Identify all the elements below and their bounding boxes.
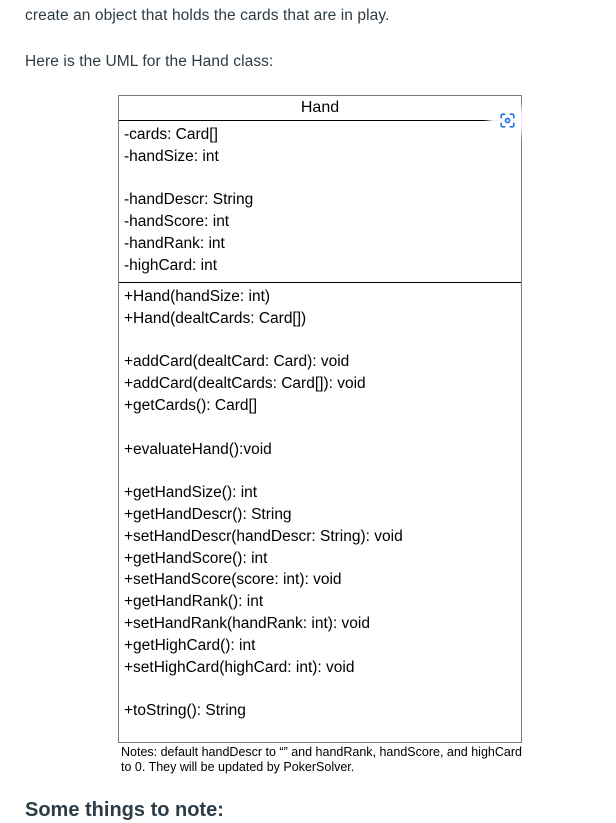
uml-attribute-line: -highCard: int <box>124 256 218 274</box>
uml-method-line: +getHandScore(): int <box>124 549 268 567</box>
uml-class-title-bar: Hand <box>119 96 522 135</box>
uml-attribute-line: -handDescr: String <box>124 191 254 209</box>
uml-method-line: +Hand(dealtCards: Card[]) <box>124 309 307 327</box>
lens-scan-icon[interactable] <box>493 106 522 135</box>
uml-attribute-spacer <box>124 168 521 190</box>
uml-attributes-compartment: -cards: Card[] -handSize: int -handDescr:… <box>119 121 521 283</box>
uml-method-spacer <box>124 330 521 352</box>
uml-method-line: +setHandScore(score: int): void <box>124 571 342 589</box>
uml-method-line: +evaluateHand():void <box>124 440 272 458</box>
uml-method-spacer <box>124 417 521 439</box>
uml-method-line: +Hand(handSize: int) <box>124 288 271 305</box>
uml-attribute-line: -handRank: int <box>124 234 225 252</box>
uml-method-line: +getHighCard(): int <box>124 636 256 654</box>
next-section-heading: Some things to note: <box>25 799 224 821</box>
uml-method-line: +toString(): String <box>124 702 246 720</box>
uml-methods-compartment: +Hand(handSize: int) +Hand(dealtCards: Ca… <box>119 283 521 724</box>
uml-attribute-line: -cards: Card[] <box>124 126 218 143</box>
uml-method-line: +addCard(dealtCards: Card[]): void <box>124 375 366 393</box>
paragraph-intro: create an object that holds the cards th… <box>25 7 390 24</box>
uml-method-line: +addCard(dealtCard: Card): void <box>124 353 350 371</box>
paragraph-uml-lead-in: Here is the UML for the Hand class: <box>25 53 274 70</box>
uml-method-spacer <box>124 460 521 482</box>
uml-method-line: +setHighCard(highCard: int): void <box>124 658 355 676</box>
uml-method-line: +getHandDescr(): String <box>124 505 292 523</box>
uml-method-line: +getHandSize(): int <box>124 484 258 502</box>
uml-class-name: Hand <box>300 99 340 116</box>
uml-method-line: +setHandDescr(handDescr: String): void <box>124 527 403 545</box>
uml-method-spacer <box>124 678 521 700</box>
uml-method-line: +setHandRank(handRank: int): void <box>124 614 370 632</box>
uml-notes: Notes: default handDescr to “” and handR… <box>121 745 522 774</box>
uml-method-line: +getHandRank(): int <box>124 593 264 611</box>
uml-attribute-line: -handScore: int <box>124 213 230 231</box>
uml-attribute-line: -handSize: int <box>124 147 219 165</box>
uml-class-box: Hand -cards: Card[] -handSize: int -handD… <box>118 95 522 743</box>
uml-method-line: +getCards(): Card[] <box>124 396 258 414</box>
